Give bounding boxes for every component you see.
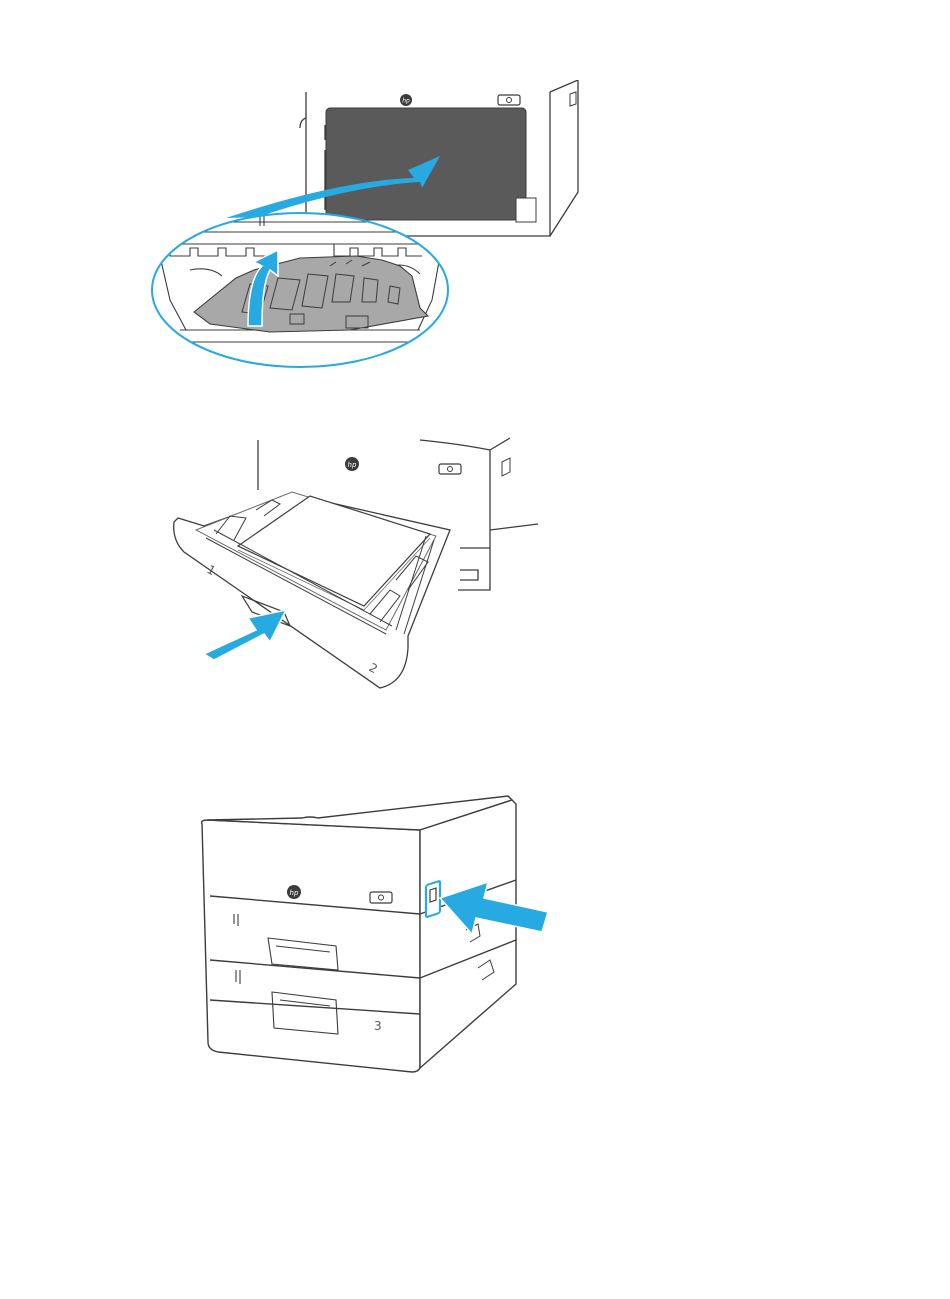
side-power-button (426, 881, 440, 918)
hp-logo-icon: hp (400, 94, 412, 106)
power-button-icon (439, 464, 461, 474)
hp-logo-icon: hp (287, 885, 301, 899)
push-arrow-icon (204, 610, 286, 660)
step-1-close-duplex-plate: hp (0, 80, 950, 380)
printer-with-two-trays (202, 796, 516, 1072)
hp-logo-icon: hp (345, 457, 359, 471)
step-3-power-on-printer: hp 3 (0, 790, 950, 1080)
svg-text:hp: hp (348, 461, 357, 469)
step-1-illustration: hp (150, 80, 590, 380)
step-2-illustration: hp 1 2 (160, 430, 560, 700)
power-button-icon (498, 95, 520, 105)
svg-text:hp: hp (402, 98, 410, 105)
step-3-illustration: hp 3 (190, 790, 570, 1080)
svg-text:hp: hp (290, 889, 299, 897)
tray-number-3: 3 (374, 1019, 382, 1033)
step-2-close-tray-2: hp 1 2 (0, 430, 950, 700)
